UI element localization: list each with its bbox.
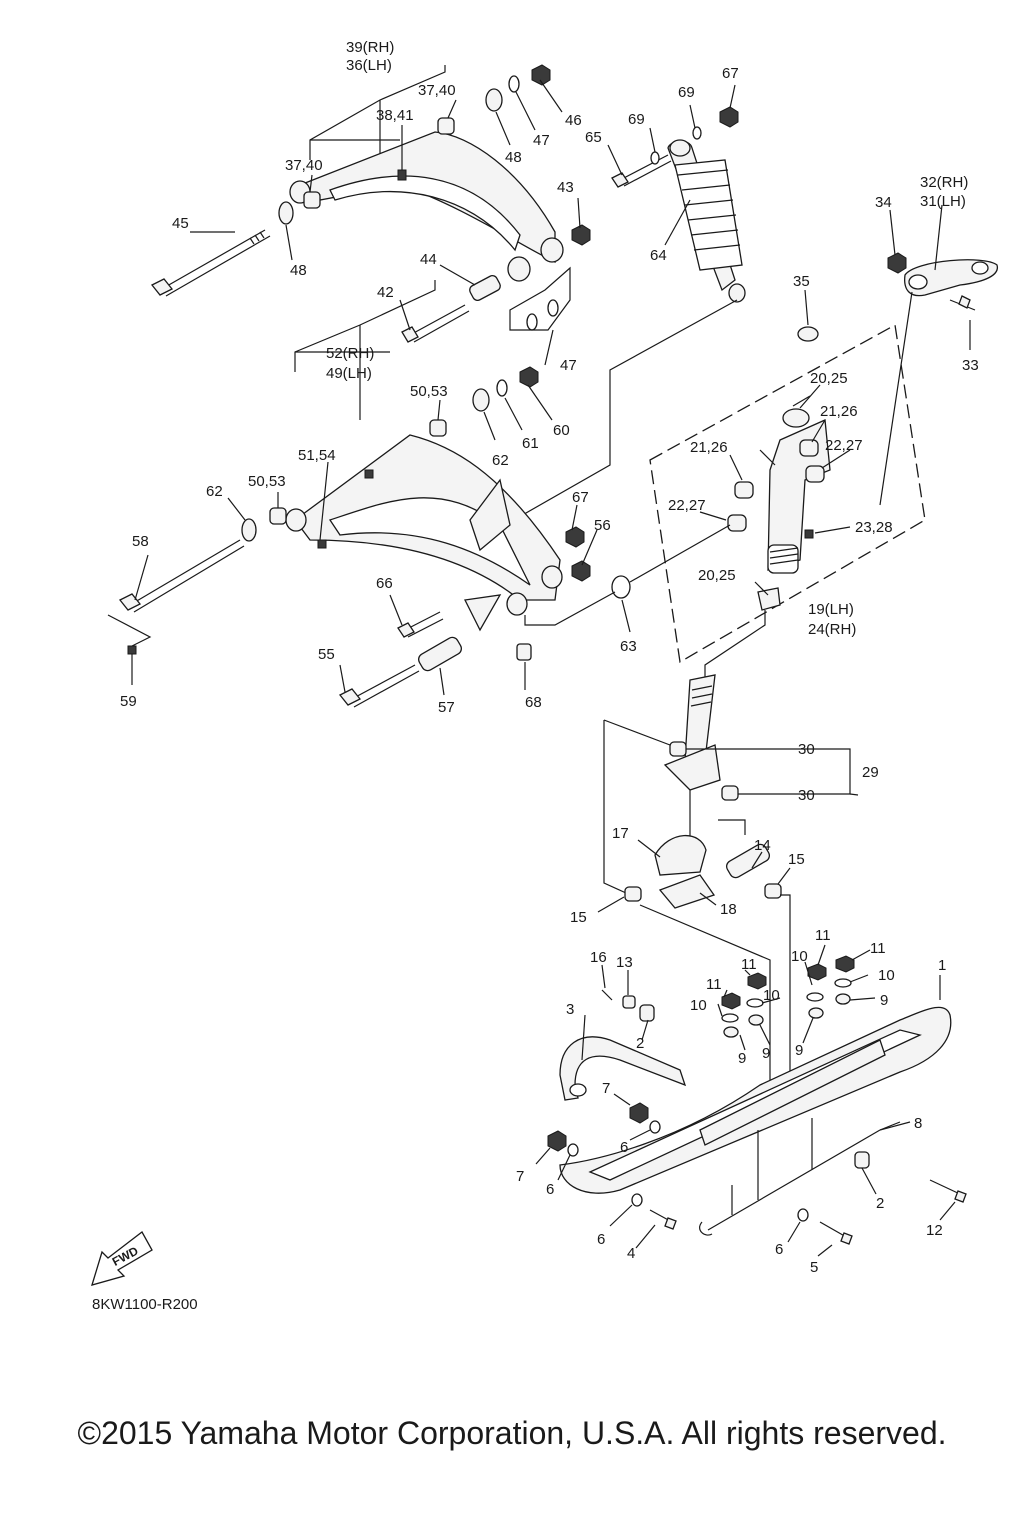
label-10-c: 10 xyxy=(690,997,707,1014)
label-49lh: 49(LH) xyxy=(326,365,372,382)
label-30-upper: 30 xyxy=(798,741,815,758)
label-23-28: 23,28 xyxy=(855,519,893,536)
spindle-assembly xyxy=(649,323,926,690)
label-10-b: 10 xyxy=(763,987,780,1004)
label-21-26-left: 21,26 xyxy=(690,439,728,456)
label-34: 34 xyxy=(875,194,892,211)
label-19lh: 19(LH) xyxy=(808,601,854,618)
callout-labels: 39(RH) 36(LH) 37,40 38,41 37,40 45 48 48… xyxy=(120,39,979,1276)
label-9-c: 9 xyxy=(795,1042,803,1059)
label-62-right: 62 xyxy=(492,452,509,469)
label-9-a: 9 xyxy=(738,1050,746,1067)
label-24rh: 24(RH) xyxy=(808,621,856,638)
label-52rh: 52(RH) xyxy=(326,345,374,362)
label-31lh: 31(LH) xyxy=(920,193,966,210)
label-16: 16 xyxy=(590,949,607,966)
label-56: 56 xyxy=(594,517,611,534)
label-7-lower: 7 xyxy=(516,1168,524,1185)
label-48-right: 48 xyxy=(505,149,522,166)
label-44: 44 xyxy=(420,251,437,268)
label-51-54: 51,54 xyxy=(298,447,336,464)
label-66: 66 xyxy=(376,575,393,592)
label-37-40-upper: 37,40 xyxy=(418,82,456,99)
label-6-d: 6 xyxy=(775,1241,783,1258)
label-10-a: 10 xyxy=(791,948,808,965)
label-68: 68 xyxy=(525,694,542,711)
label-67-lower: 67 xyxy=(572,489,589,506)
label-8: 8 xyxy=(914,1115,922,1132)
lower-arm-assembly xyxy=(107,280,731,708)
label-63: 63 xyxy=(620,638,637,655)
label-62-left: 62 xyxy=(206,483,223,500)
label-7-upper: 7 xyxy=(602,1080,610,1097)
label-9-d: 9 xyxy=(880,992,888,1009)
label-35: 35 xyxy=(793,273,810,290)
label-37-40-lower: 37,40 xyxy=(285,157,323,174)
label-64: 64 xyxy=(650,247,667,264)
fwd-arrow-icon: FWD xyxy=(91,1231,153,1286)
label-10-d: 10 xyxy=(878,967,895,984)
label-13: 13 xyxy=(616,954,633,971)
label-30-lower: 30 xyxy=(798,787,815,804)
label-15-left: 15 xyxy=(570,909,587,926)
steering-arm xyxy=(879,204,998,506)
label-2-left: 2 xyxy=(636,1035,644,1052)
label-22-27-right: 22,27 xyxy=(825,437,863,454)
label-48-left: 48 xyxy=(290,262,307,279)
label-47-lower: 47 xyxy=(560,357,577,374)
label-5: 5 xyxy=(810,1259,818,1276)
label-22-27-left: 22,27 xyxy=(668,497,706,514)
label-15-right: 15 xyxy=(788,851,805,868)
label-57: 57 xyxy=(438,699,455,716)
label-6-a: 6 xyxy=(620,1139,628,1156)
label-29: 29 xyxy=(862,764,879,781)
label-50-53-lower: 50,53 xyxy=(248,473,286,490)
label-21-26-right: 21,26 xyxy=(820,403,858,420)
label-2-right: 2 xyxy=(876,1195,884,1212)
label-47-upper: 47 xyxy=(533,132,550,149)
label-18: 18 xyxy=(720,901,737,918)
label-17: 17 xyxy=(612,825,629,842)
label-6-c: 6 xyxy=(597,1231,605,1248)
label-11-c: 11 xyxy=(815,927,831,944)
label-6-b: 6 xyxy=(546,1181,554,1198)
label-11-d: 11 xyxy=(870,940,886,957)
label-20-25-upper: 20,25 xyxy=(810,370,848,387)
diagram-code: 8KW1100-R200 xyxy=(92,1296,198,1313)
label-12: 12 xyxy=(926,1222,943,1239)
copyright-notice: ©2015 Yamaha Motor Corporation, U.S.A. A… xyxy=(77,1415,947,1451)
label-65: 65 xyxy=(585,129,602,146)
label-11-a: 11 xyxy=(741,956,757,973)
label-20-25-lower: 20,25 xyxy=(698,567,736,584)
label-59: 59 xyxy=(120,693,137,710)
label-55: 55 xyxy=(318,646,335,663)
label-69-upper: 69 xyxy=(678,84,695,101)
label-58: 58 xyxy=(132,533,149,550)
label-69-lower: 69 xyxy=(628,111,645,128)
label-11-b: 11 xyxy=(706,976,722,993)
label-50-53-upper: 50,53 xyxy=(410,383,448,400)
label-3: 3 xyxy=(566,1001,574,1018)
label-39rh: 39(RH) xyxy=(346,39,394,56)
label-36lh: 36(LH) xyxy=(346,57,392,74)
shock-absorber xyxy=(469,106,746,546)
label-43: 43 xyxy=(557,179,574,196)
upper-arm-assembly xyxy=(150,64,591,343)
label-38-41: 38,41 xyxy=(376,107,414,124)
label-1: 1 xyxy=(938,957,946,974)
label-61: 61 xyxy=(522,435,539,452)
label-33: 33 xyxy=(962,357,979,374)
label-4: 4 xyxy=(627,1245,635,1262)
label-67-upper: 67 xyxy=(722,65,739,82)
label-42: 42 xyxy=(377,284,394,301)
leader-lines xyxy=(131,79,971,1257)
label-60: 60 xyxy=(553,422,570,439)
label-9-b: 9 xyxy=(762,1045,770,1062)
label-45: 45 xyxy=(172,215,189,232)
label-46: 46 xyxy=(565,112,582,129)
spindle-and-ski xyxy=(547,674,967,1245)
label-32rh: 32(RH) xyxy=(920,174,968,191)
label-14: 14 xyxy=(754,837,771,854)
